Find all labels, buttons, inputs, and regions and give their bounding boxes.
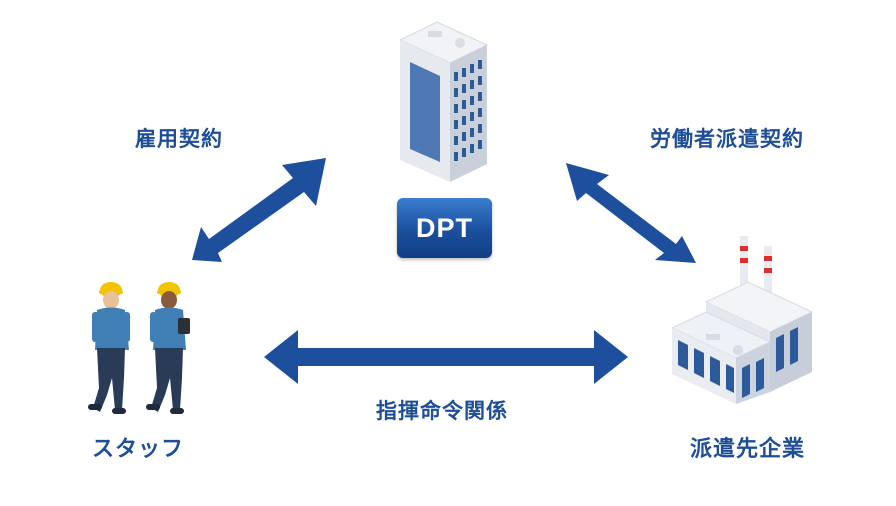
dpt-logo-text: DPT	[416, 212, 473, 243]
office-building-icon	[398, 21, 489, 182]
client-company-label: 派遣先企業	[690, 437, 806, 462]
employment-contract-label: 雇用契約	[135, 127, 223, 151]
command-relationship-label: 指揮命令関係	[376, 399, 508, 423]
dispatch-arrow	[566, 163, 696, 263]
worker-icon	[88, 282, 130, 414]
staff-label: スタッフ	[92, 437, 185, 462]
employment-arrow	[192, 158, 326, 262]
dpt-logo-badge: DPT	[397, 198, 492, 258]
command-arrow	[264, 330, 628, 384]
worker-icon	[146, 282, 190, 414]
factory-icon	[670, 236, 814, 404]
dispatch-contract-label: 労働者派遣契約	[650, 127, 804, 151]
